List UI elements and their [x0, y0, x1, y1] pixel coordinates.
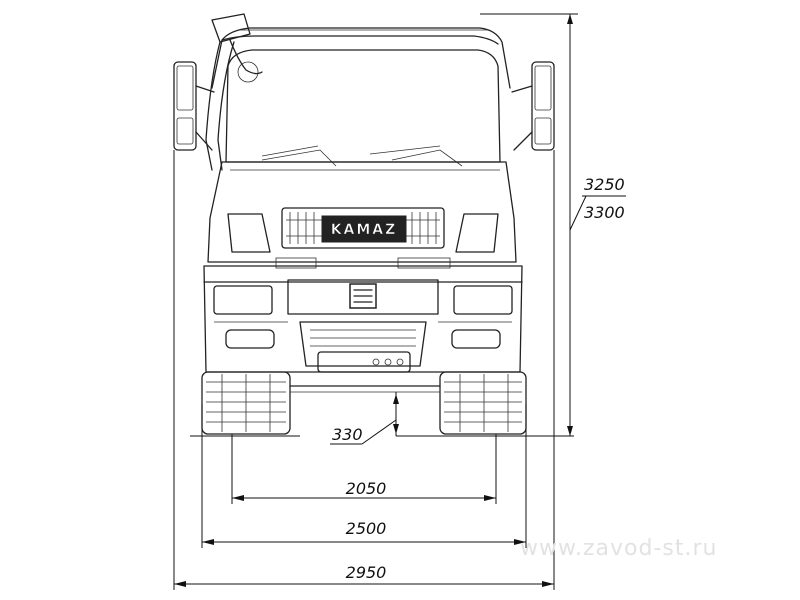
- wheel-right: [439, 371, 527, 435]
- headlight-right: [453, 285, 513, 315]
- track-dimension: 2050: [231, 434, 497, 504]
- air-intake-snorkel: [205, 13, 263, 171]
- fog-lamp-right: [451, 329, 501, 349]
- fog-lamp-left: [225, 329, 275, 349]
- truck-cab: [207, 27, 517, 263]
- wiper-right: [391, 149, 463, 167]
- brand-logo: KAMAZ: [331, 222, 398, 238]
- clearance-label: 330: [332, 425, 363, 444]
- mirror-right: [511, 61, 555, 151]
- wheel-left: [201, 371, 291, 435]
- body-width-dimension: 2500: [201, 404, 527, 548]
- body-width-label: 2500: [346, 519, 387, 538]
- upper-lamp-left: [227, 213, 271, 253]
- height-dimension: 3250 3300: [480, 13, 626, 436]
- watermark: www.zavod-st.ru: [520, 536, 718, 561]
- front-grille: KAMAZ: [281, 207, 445, 249]
- overall-width-dimension: 2950: [173, 150, 555, 590]
- windshield: [225, 49, 501, 163]
- headlight-left: [213, 285, 273, 315]
- mirror-left: [173, 61, 215, 151]
- height-label-3250: 3250: [584, 175, 625, 194]
- height-label-3300: 3300: [584, 203, 625, 222]
- front-bumper: [203, 265, 523, 373]
- front-tow-plate: [317, 351, 411, 373]
- track-label: 2050: [346, 479, 387, 498]
- overall-width-label: 2950: [346, 563, 387, 582]
- ground-clearance-dimension: 330: [330, 392, 399, 445]
- upper-lamp-right: [455, 213, 499, 253]
- wiper-left: [261, 149, 337, 167]
